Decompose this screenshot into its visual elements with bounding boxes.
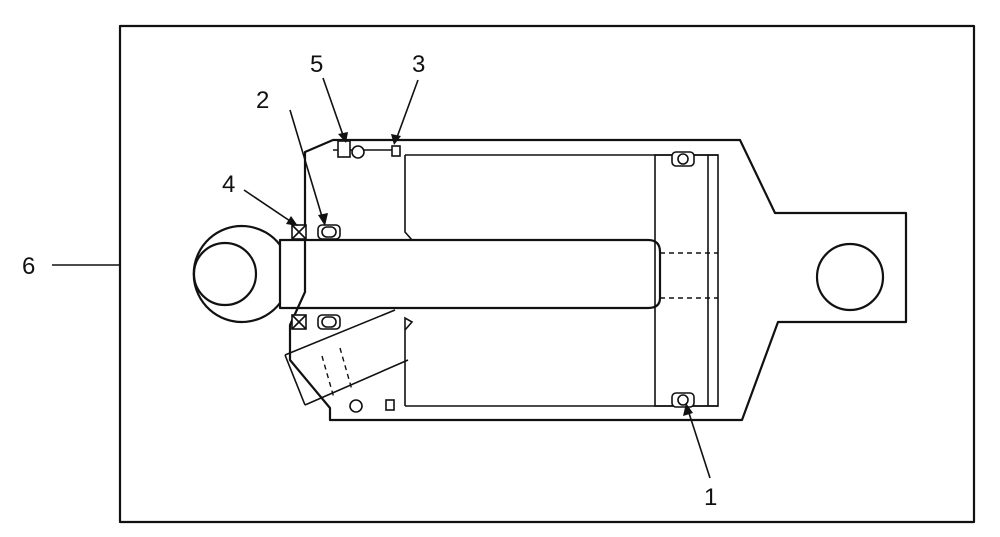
leader-2 (289, 109, 328, 226)
rod-oring-top-inner (321, 226, 337, 238)
rod-eye (192, 224, 282, 324)
rod-eye-hole (192, 241, 258, 307)
port-tube-dash-1 (339, 347, 353, 391)
gland-oring-bottom (349, 399, 363, 413)
callout-label-6: 6 (22, 253, 35, 280)
callout-label-3: 3 (412, 51, 425, 78)
gland-groove-top (391, 145, 401, 157)
gland-groove-bottom (385, 399, 395, 411)
leader-1 (683, 403, 711, 479)
gland-backup-ring (337, 140, 351, 158)
wiper-seal-bottom (291, 314, 307, 330)
leader-4 (243, 189, 298, 226)
rod-oring-bottom-inner (321, 316, 337, 328)
callout-label-5: 5 (310, 51, 323, 78)
leader-5 (322, 77, 348, 143)
cylinder-barrel-outline (288, 138, 908, 422)
piston-rod (278, 238, 662, 310)
port-tube-dash-2 (321, 355, 335, 399)
leader-3 (391, 79, 419, 145)
callout-label-4: 4 (222, 171, 235, 198)
wiper-seal-top (291, 224, 307, 240)
gland-oring-top (351, 145, 365, 159)
callout-label-1: 1 (704, 484, 717, 511)
diagram-frame (118, 24, 976, 524)
base-lug-hole (815, 242, 885, 312)
gland-head (404, 155, 414, 406)
piston-seal-bottom-inner (677, 394, 689, 406)
piston-seal-top-inner (677, 153, 689, 165)
port-tube (284, 309, 409, 406)
callout-label-2: 2 (256, 87, 269, 114)
